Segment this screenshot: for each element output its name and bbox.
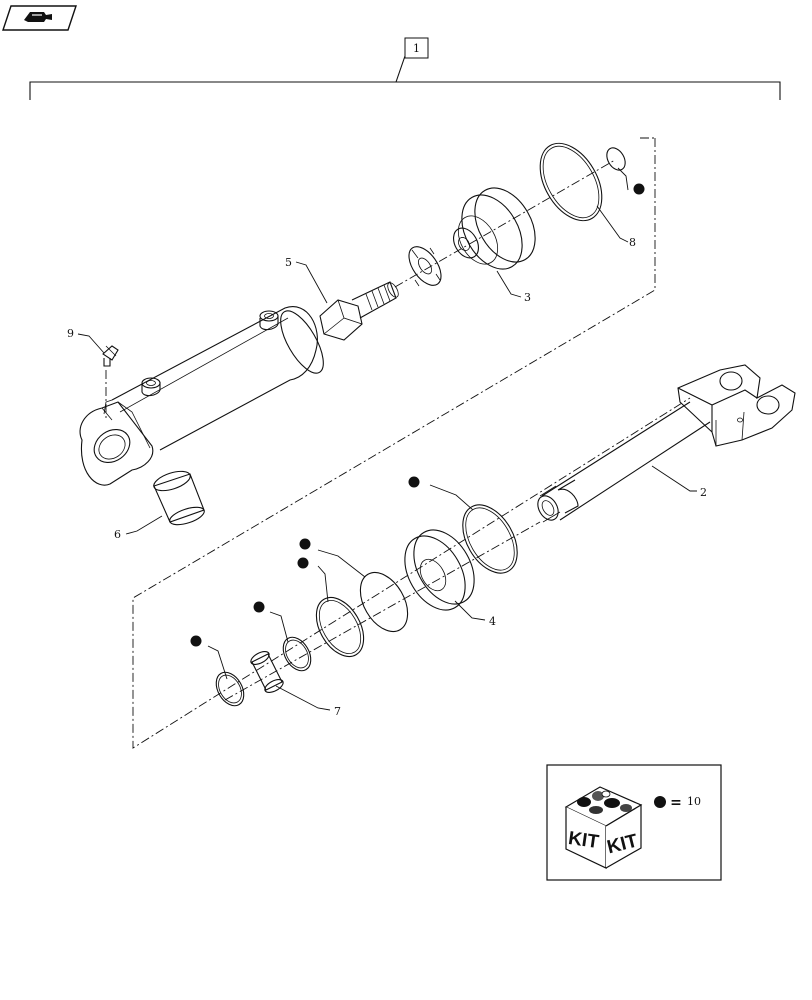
assembly-label: 1 bbox=[404, 37, 429, 59]
snap-ring bbox=[215, 671, 245, 707]
cylinder-barrel bbox=[79, 306, 324, 486]
callout-4: 4 bbox=[489, 615, 496, 628]
kit-bullet bbox=[297, 557, 309, 569]
kit-bullet bbox=[253, 601, 265, 613]
kit-bullet bbox=[633, 183, 645, 195]
kit-bullet bbox=[299, 538, 311, 550]
piston-rod bbox=[537, 364, 796, 523]
bushing bbox=[153, 470, 205, 526]
backup-ring bbox=[359, 571, 409, 633]
kit-equals-sign: = bbox=[670, 795, 682, 811]
wear-ring bbox=[282, 636, 312, 672]
small-o-ring bbox=[606, 147, 626, 171]
bolt bbox=[319, 281, 399, 341]
piston bbox=[453, 187, 536, 270]
callout-2: 2 bbox=[700, 486, 707, 499]
callout-8: 8 bbox=[629, 236, 636, 249]
callout-5: 5 bbox=[285, 256, 292, 269]
kit-reference-number: 10 bbox=[687, 795, 701, 808]
kit-legend-bullet bbox=[654, 796, 666, 808]
kit-bullet bbox=[190, 635, 202, 647]
kit-legend: KIT KIT = 10 bbox=[546, 764, 722, 881]
kit-word-left: KIT bbox=[567, 828, 601, 853]
gland bbox=[404, 529, 475, 611]
callout-3: 3 bbox=[524, 291, 531, 304]
seal-o-ring bbox=[315, 596, 365, 658]
kit-bullets bbox=[190, 183, 645, 647]
assembly-bracket bbox=[29, 55, 781, 100]
gland-o-ring bbox=[462, 504, 518, 574]
nav-forward-button[interactable] bbox=[2, 5, 77, 31]
grease-fitting bbox=[102, 345, 119, 418]
callout-9: 9 bbox=[67, 327, 74, 340]
callout-7: 7 bbox=[334, 705, 341, 718]
callout-6: 6 bbox=[114, 528, 121, 541]
forward-page-icon bbox=[24, 12, 52, 22]
svg-text:1: 1 bbox=[413, 42, 420, 55]
axis-lines bbox=[224, 159, 616, 701]
kit-box-icon: KIT KIT bbox=[564, 786, 643, 869]
rod-wiper bbox=[250, 651, 284, 693]
leader-lines bbox=[77, 167, 697, 711]
kit-bullet bbox=[408, 476, 420, 488]
large-o-ring bbox=[539, 142, 603, 222]
exploded-view-frame bbox=[132, 137, 691, 749]
callout-labels: 2 3 4 5 6 7 8 9 bbox=[67, 236, 707, 718]
washer bbox=[408, 246, 442, 287]
